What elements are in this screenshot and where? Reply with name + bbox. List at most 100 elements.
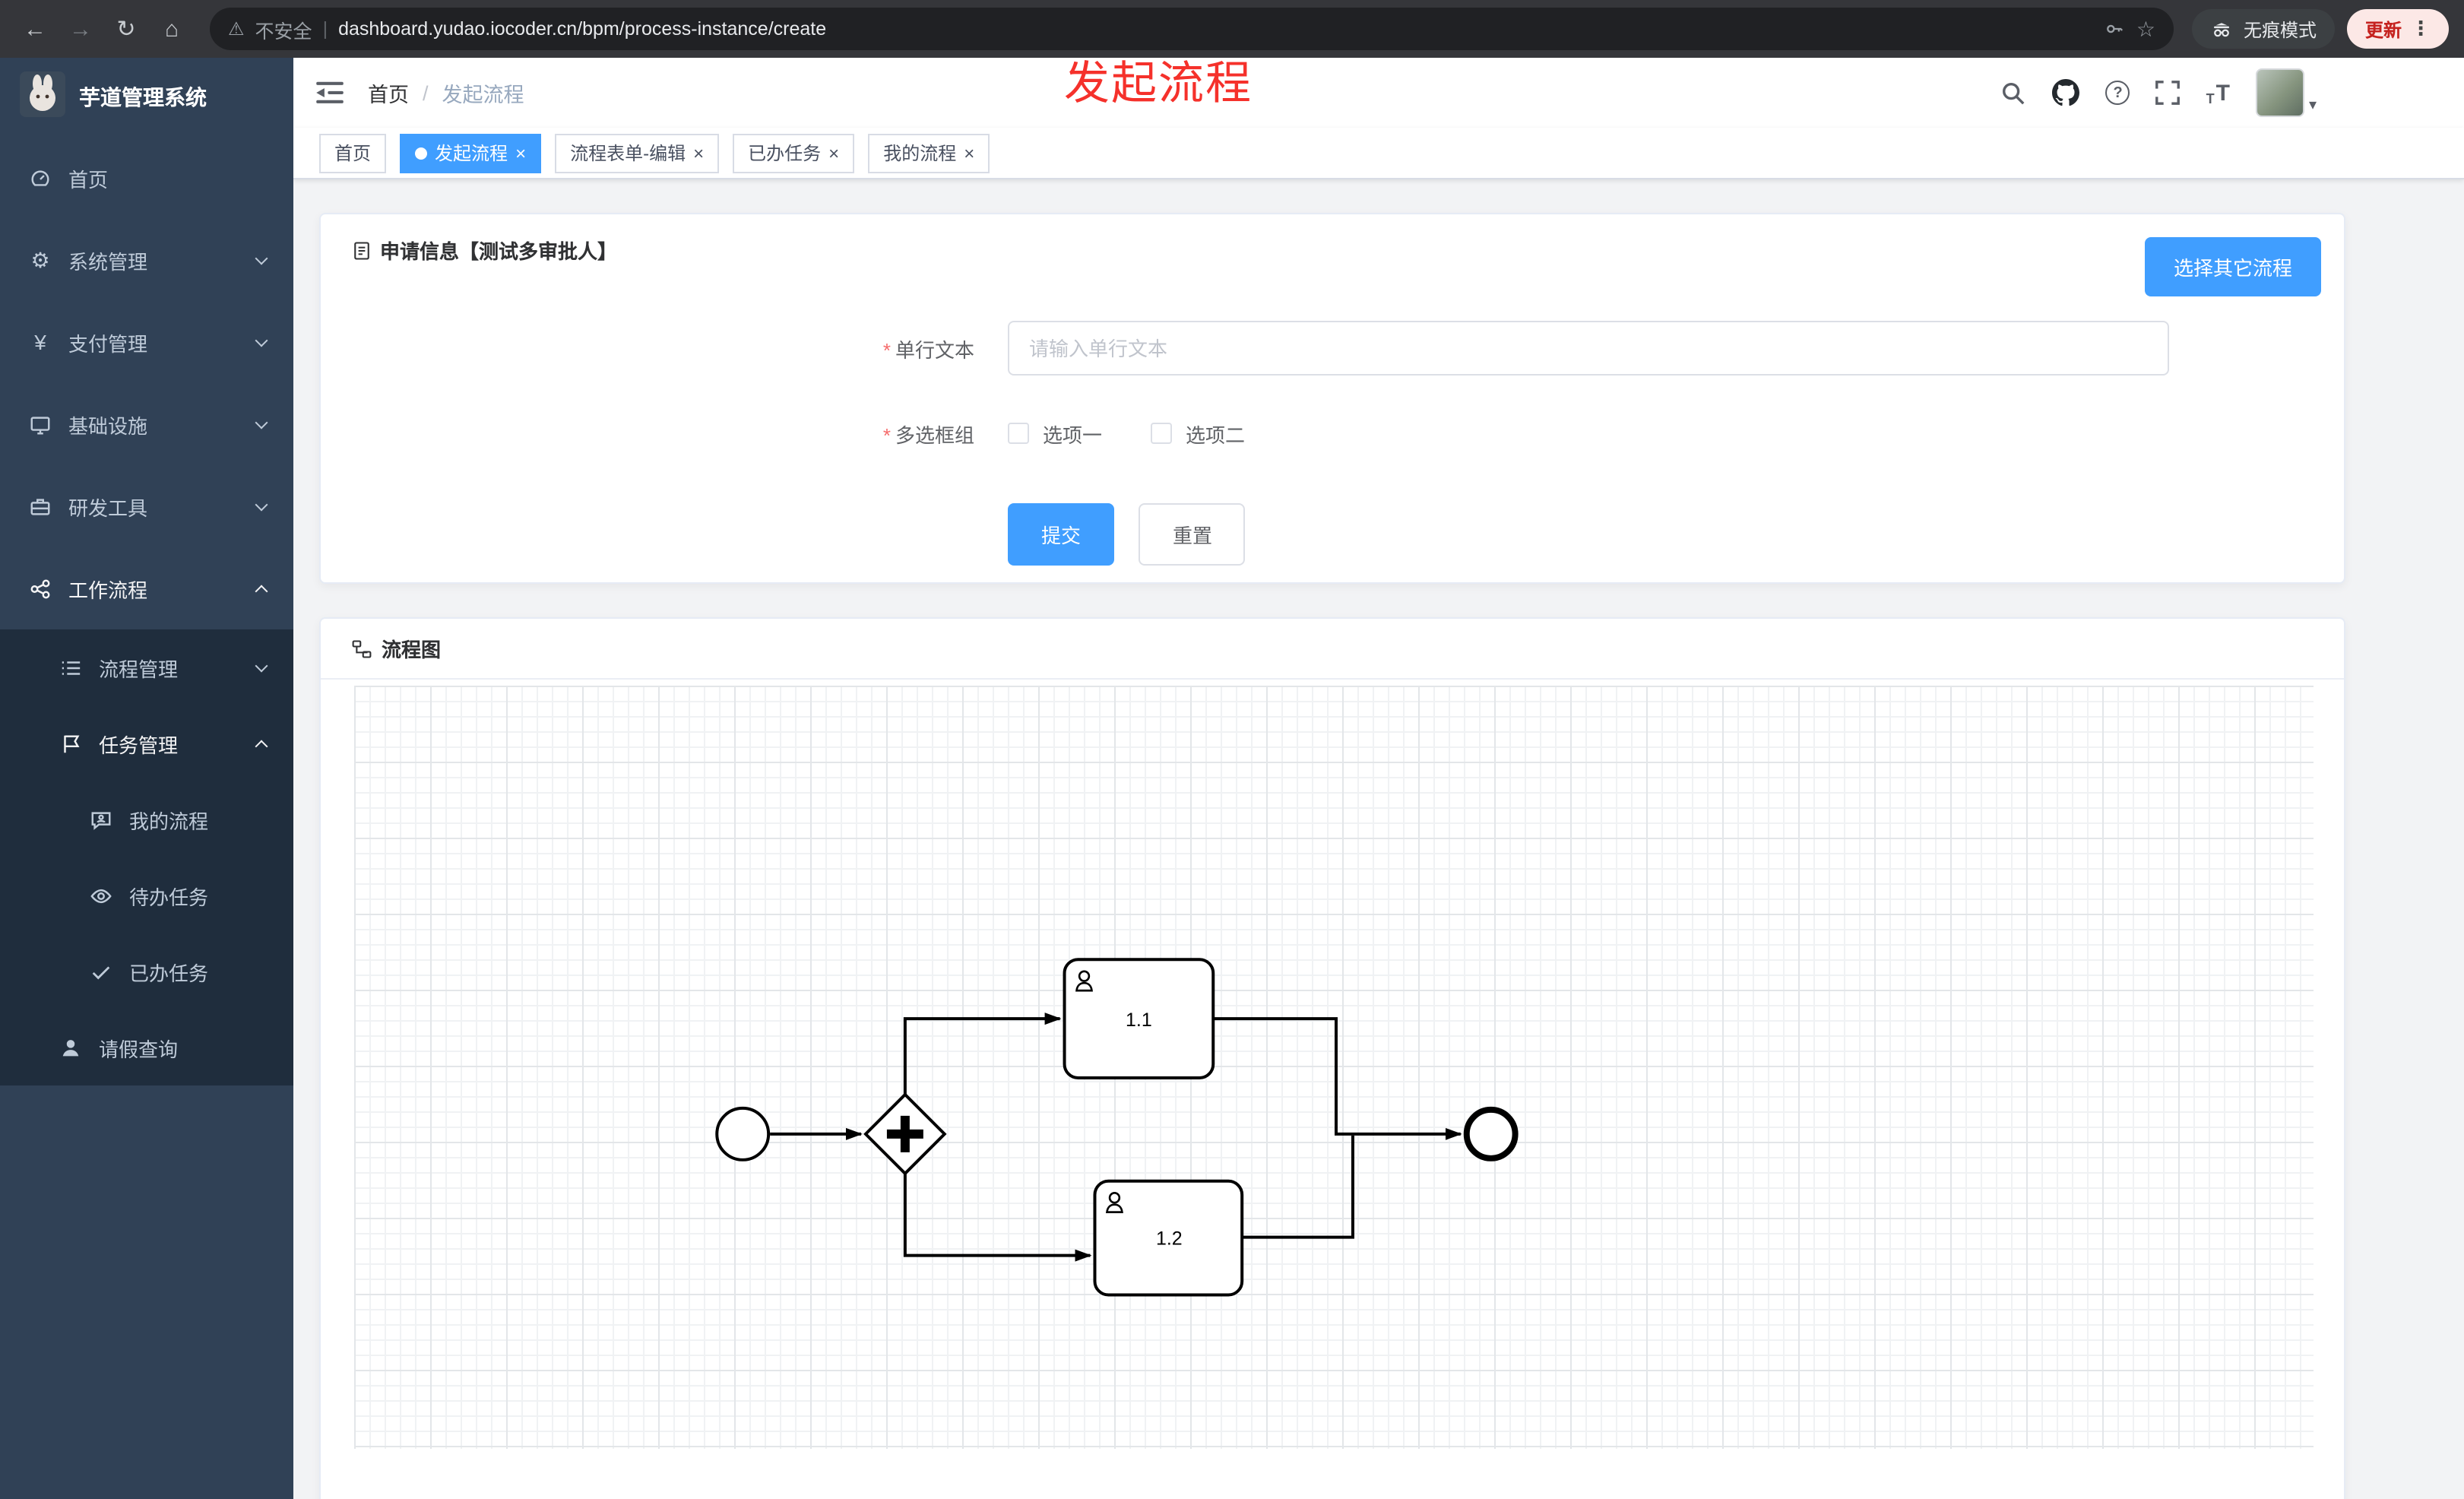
tab-form-edit[interactable]: 流程表单-编辑 × [555, 133, 720, 173]
chevron-up-icon [255, 585, 268, 598]
chevron-down-icon [255, 497, 268, 511]
active-tab-dot [415, 147, 428, 159]
search-icon[interactable] [2001, 80, 2027, 106]
sidebar-item-todo-tasks[interactable]: 待办任务 [0, 857, 293, 933]
tab-create-process[interactable]: 发起流程 × [400, 133, 542, 173]
tab-home[interactable]: 首页 [319, 133, 387, 173]
app-logo[interactable]: 芋道管理系统 [0, 58, 293, 137]
sidebar-item-label: 我的流程 [129, 810, 209, 832]
checkbox-option-1[interactable]: 选项一 [1008, 419, 1102, 448]
sidebar-item-devtools[interactable]: 研发工具 [0, 465, 293, 547]
checkbox-group-label: *多选框组 [882, 423, 974, 446]
reset-button[interactable]: 重置 [1139, 503, 1246, 566]
chevron-up-icon [255, 740, 268, 753]
sidebar-item-done-tasks[interactable]: 已办任务 [0, 933, 293, 1009]
home-icon[interactable]: ⌂ [164, 16, 179, 42]
bpmn-canvas[interactable]: 1.1 1.2 [354, 686, 2314, 1449]
text-field-label: *单行文本 [882, 338, 974, 361]
chevron-down-icon [255, 415, 268, 429]
gear-icon: ⚙ [30, 247, 50, 271]
end-event-node[interactable] [1463, 1106, 1519, 1161]
warning-icon: ⚠ [228, 18, 245, 40]
flow-gateway-to-task2[interactable] [903, 1173, 1092, 1262]
tab-done-tasks[interactable]: 已办任务 × [733, 133, 855, 173]
checkbox-label: 选项一 [1043, 423, 1103, 446]
card-title: 申请信息【测试多审批人】 [351, 236, 2314, 265]
chevron-down-icon [255, 333, 268, 347]
breadcrumb-home[interactable]: 首页 [368, 84, 409, 106]
breadcrumb: 首页 / 发起流程 [368, 78, 524, 108]
choose-other-process-button[interactable]: 选择其它流程 [2144, 237, 2321, 296]
close-icon[interactable]: × [828, 142, 840, 163]
checkbox-box[interactable] [1008, 423, 1029, 444]
user-menu[interactable]: ▾ [2255, 68, 2317, 117]
text-field-row: *单行文本 [351, 321, 2314, 376]
sidebar-item-process-mgmt[interactable]: 流程管理 [0, 629, 293, 705]
flag-icon [58, 732, 84, 755]
chevron-down-icon [255, 251, 268, 265]
forward-icon[interactable]: → [69, 16, 92, 42]
parallel-gateway-node[interactable] [863, 1092, 947, 1176]
sidebar-item-leave-query[interactable]: 请假查询 [0, 1009, 293, 1085]
flow-gateway-to-task1[interactable] [903, 1013, 1062, 1095]
sidebar-item-home[interactable]: 首页 [0, 137, 293, 219]
sidebar-item-infrastructure[interactable]: 基础设施 [0, 383, 293, 465]
checkbox-option-2[interactable]: 选项二 [1151, 419, 1245, 448]
list-icon [58, 656, 84, 679]
sidebar-collapse-icon[interactable] [316, 81, 344, 105]
user-icon [58, 1036, 84, 1059]
logo-avatar [20, 71, 65, 124]
flow-task2-to-merge[interactable] [1242, 1135, 1354, 1239]
tab-label: 首页 [334, 143, 372, 164]
sidebar-item-label: 请假查询 [99, 1038, 179, 1060]
update-chip[interactable]: 更新 ⋮ [2346, 9, 2449, 49]
url-text: dashboard.yudao.iocoder.cn/bpm/process-i… [338, 18, 827, 40]
app-title: 芋道管理系统 [79, 85, 207, 109]
apply-info-card: 申请信息【测试多审批人】 选择其它流程 *单行文本 *多选框组 [319, 213, 2345, 584]
breadcrumb-separator: / [423, 81, 429, 104]
close-icon[interactable]: × [693, 142, 705, 163]
help-icon[interactable]: ? [2105, 81, 2130, 105]
checkbox-box[interactable] [1151, 423, 1173, 444]
back-icon[interactable]: ← [24, 16, 46, 42]
avatar[interactable] [2255, 68, 2304, 117]
diagram-card-title: 流程图 [321, 619, 2344, 680]
update-label: 更新 [2364, 19, 2402, 40]
flowchart-icon [352, 639, 372, 658]
fullscreen-icon[interactable] [2155, 81, 2181, 105]
single-line-text-input[interactable] [1008, 321, 2169, 376]
document-icon [354, 241, 369, 259]
user-task-node-2[interactable]: 1.2 [1093, 1179, 1244, 1297]
close-icon[interactable]: × [964, 142, 975, 163]
sidebar-item-label: 流程管理 [99, 658, 179, 680]
sidebar-item-system[interactable]: ⚙ 系统管理 [0, 219, 293, 301]
sidebar-item-label: 任务管理 [99, 734, 179, 756]
toolbox-icon [27, 495, 53, 518]
address-bar[interactable]: ⚠ 不安全 | dashboard.yudao.iocoder.cn/bpm/p… [210, 8, 2174, 50]
browser-menu-icon[interactable]: ⋮ [2411, 17, 2431, 40]
sidebar-item-my-process[interactable]: 我的流程 [0, 781, 293, 857]
sidebar-item-label: 已办任务 [129, 962, 209, 984]
submit-button[interactable]: 提交 [1008, 503, 1115, 566]
reload-icon[interactable]: ↻ [116, 17, 136, 43]
overlay-annotation: 发起流程 [1064, 59, 1253, 109]
caret-down-icon: ▾ [2308, 97, 2317, 114]
github-icon[interactable] [2052, 79, 2080, 106]
apply-info-title: 申请信息【测试多审批人】 [380, 240, 618, 263]
sidebar-item-task-mgmt[interactable]: 任务管理 [0, 705, 293, 781]
key-icon[interactable] [2105, 18, 2126, 40]
user-task-node-1[interactable]: 1.1 [1063, 958, 1215, 1079]
tab-label: 流程表单-编辑 [570, 143, 686, 164]
sidebar-item-payment[interactable]: ¥ 支付管理 [0, 301, 293, 383]
tab-my-process[interactable]: 我的流程 × [868, 133, 990, 173]
close-icon[interactable]: × [515, 142, 527, 163]
sidebar-item-workflow[interactable]: 工作流程 [0, 547, 293, 629]
start-event-node[interactable] [715, 1106, 771, 1161]
sidebar-item-label: 工作流程 [68, 578, 148, 601]
bookmark-star-icon[interactable]: ☆ [2136, 16, 2155, 40]
workflow-submenu: 流程管理 任务管理 我的流程 [0, 629, 293, 1085]
flow-task1-to-end[interactable] [1213, 1017, 1462, 1140]
dashboard-icon [27, 166, 53, 189]
checkbox-group: 选项一 选项二 [1008, 419, 1294, 448]
